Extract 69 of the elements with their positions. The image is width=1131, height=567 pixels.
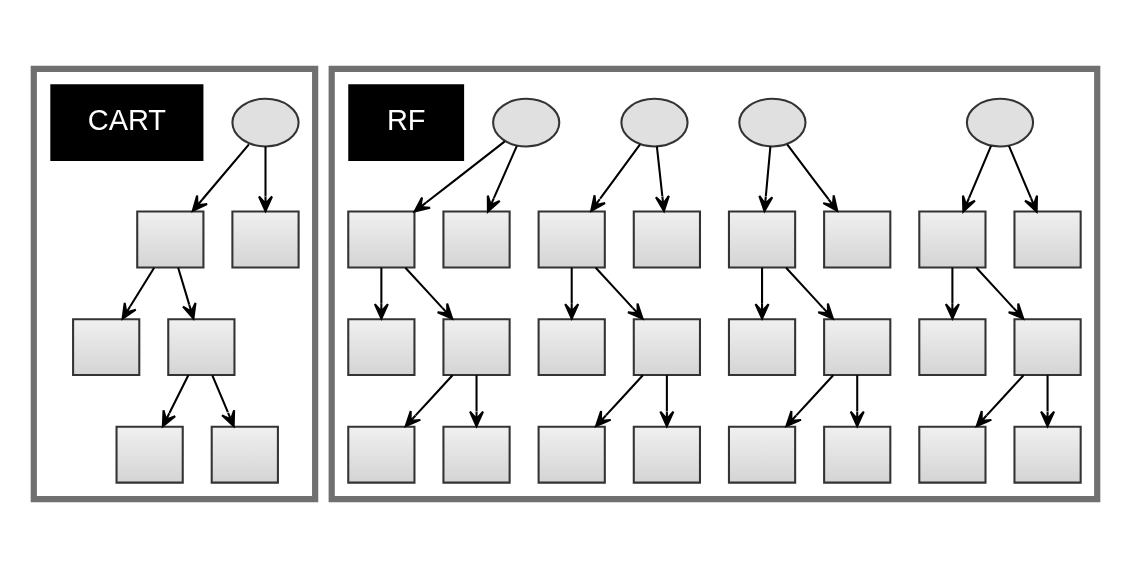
node-box (727, 317, 797, 376)
arrow (654, 145, 670, 212)
node-box (442, 210, 511, 268)
arrow (758, 145, 774, 212)
arrow (486, 145, 518, 213)
node-box (1013, 210, 1082, 268)
node-box: CART (50, 83, 204, 161)
node-box (537, 317, 606, 376)
arrow (404, 374, 454, 427)
arrow (373, 267, 389, 320)
node-box (347, 317, 416, 376)
node-box (537, 210, 606, 268)
node-box (918, 425, 987, 484)
node-ellipse (492, 97, 561, 147)
arrow (659, 374, 675, 427)
node-box (210, 425, 279, 484)
node-box (823, 425, 892, 484)
node-box (727, 425, 797, 484)
arrow (975, 266, 1025, 320)
arrow (961, 145, 992, 213)
arrow (595, 374, 644, 427)
node-box (823, 317, 892, 376)
node-ellipse (965, 97, 1035, 147)
node-box (823, 210, 892, 268)
arrow (944, 267, 960, 320)
arrow (469, 374, 485, 427)
node-box (632, 210, 701, 268)
node-ellipse (231, 97, 300, 147)
cluster (30, 65, 319, 502)
arrow (121, 266, 156, 320)
arrow (786, 143, 839, 212)
node-box (632, 317, 701, 376)
node-box (918, 210, 987, 268)
arrow (785, 374, 834, 427)
arrow (975, 374, 1025, 427)
arrow (785, 266, 834, 320)
cluster (328, 65, 1101, 502)
arrow (1008, 145, 1039, 213)
arrow (564, 267, 580, 320)
node-box (115, 425, 184, 484)
node-ellipse (738, 97, 807, 147)
node-ellipse (620, 97, 689, 147)
node-box (347, 210, 416, 268)
arrow (211, 374, 236, 427)
arrow (404, 266, 454, 320)
node-box (727, 210, 797, 268)
node-box (1013, 425, 1082, 484)
node-box (167, 317, 236, 376)
arrow (161, 374, 190, 427)
node-box (632, 425, 701, 484)
arrow (754, 267, 770, 320)
arrow (849, 374, 865, 427)
arrow (191, 143, 250, 212)
arrow (594, 266, 644, 320)
node-box: RF (348, 83, 465, 161)
node-box (442, 317, 511, 376)
arrow (257, 145, 274, 212)
node-box (918, 317, 987, 376)
node-box (231, 210, 300, 268)
node-box (347, 425, 416, 484)
arrow (177, 266, 197, 320)
node-box (1013, 317, 1082, 376)
node-box (72, 317, 141, 376)
node-box (537, 425, 606, 484)
node-box (442, 425, 511, 484)
arrow (590, 143, 641, 212)
arrow (413, 140, 506, 213)
arrow (1040, 374, 1056, 427)
node-box (136, 210, 205, 268)
